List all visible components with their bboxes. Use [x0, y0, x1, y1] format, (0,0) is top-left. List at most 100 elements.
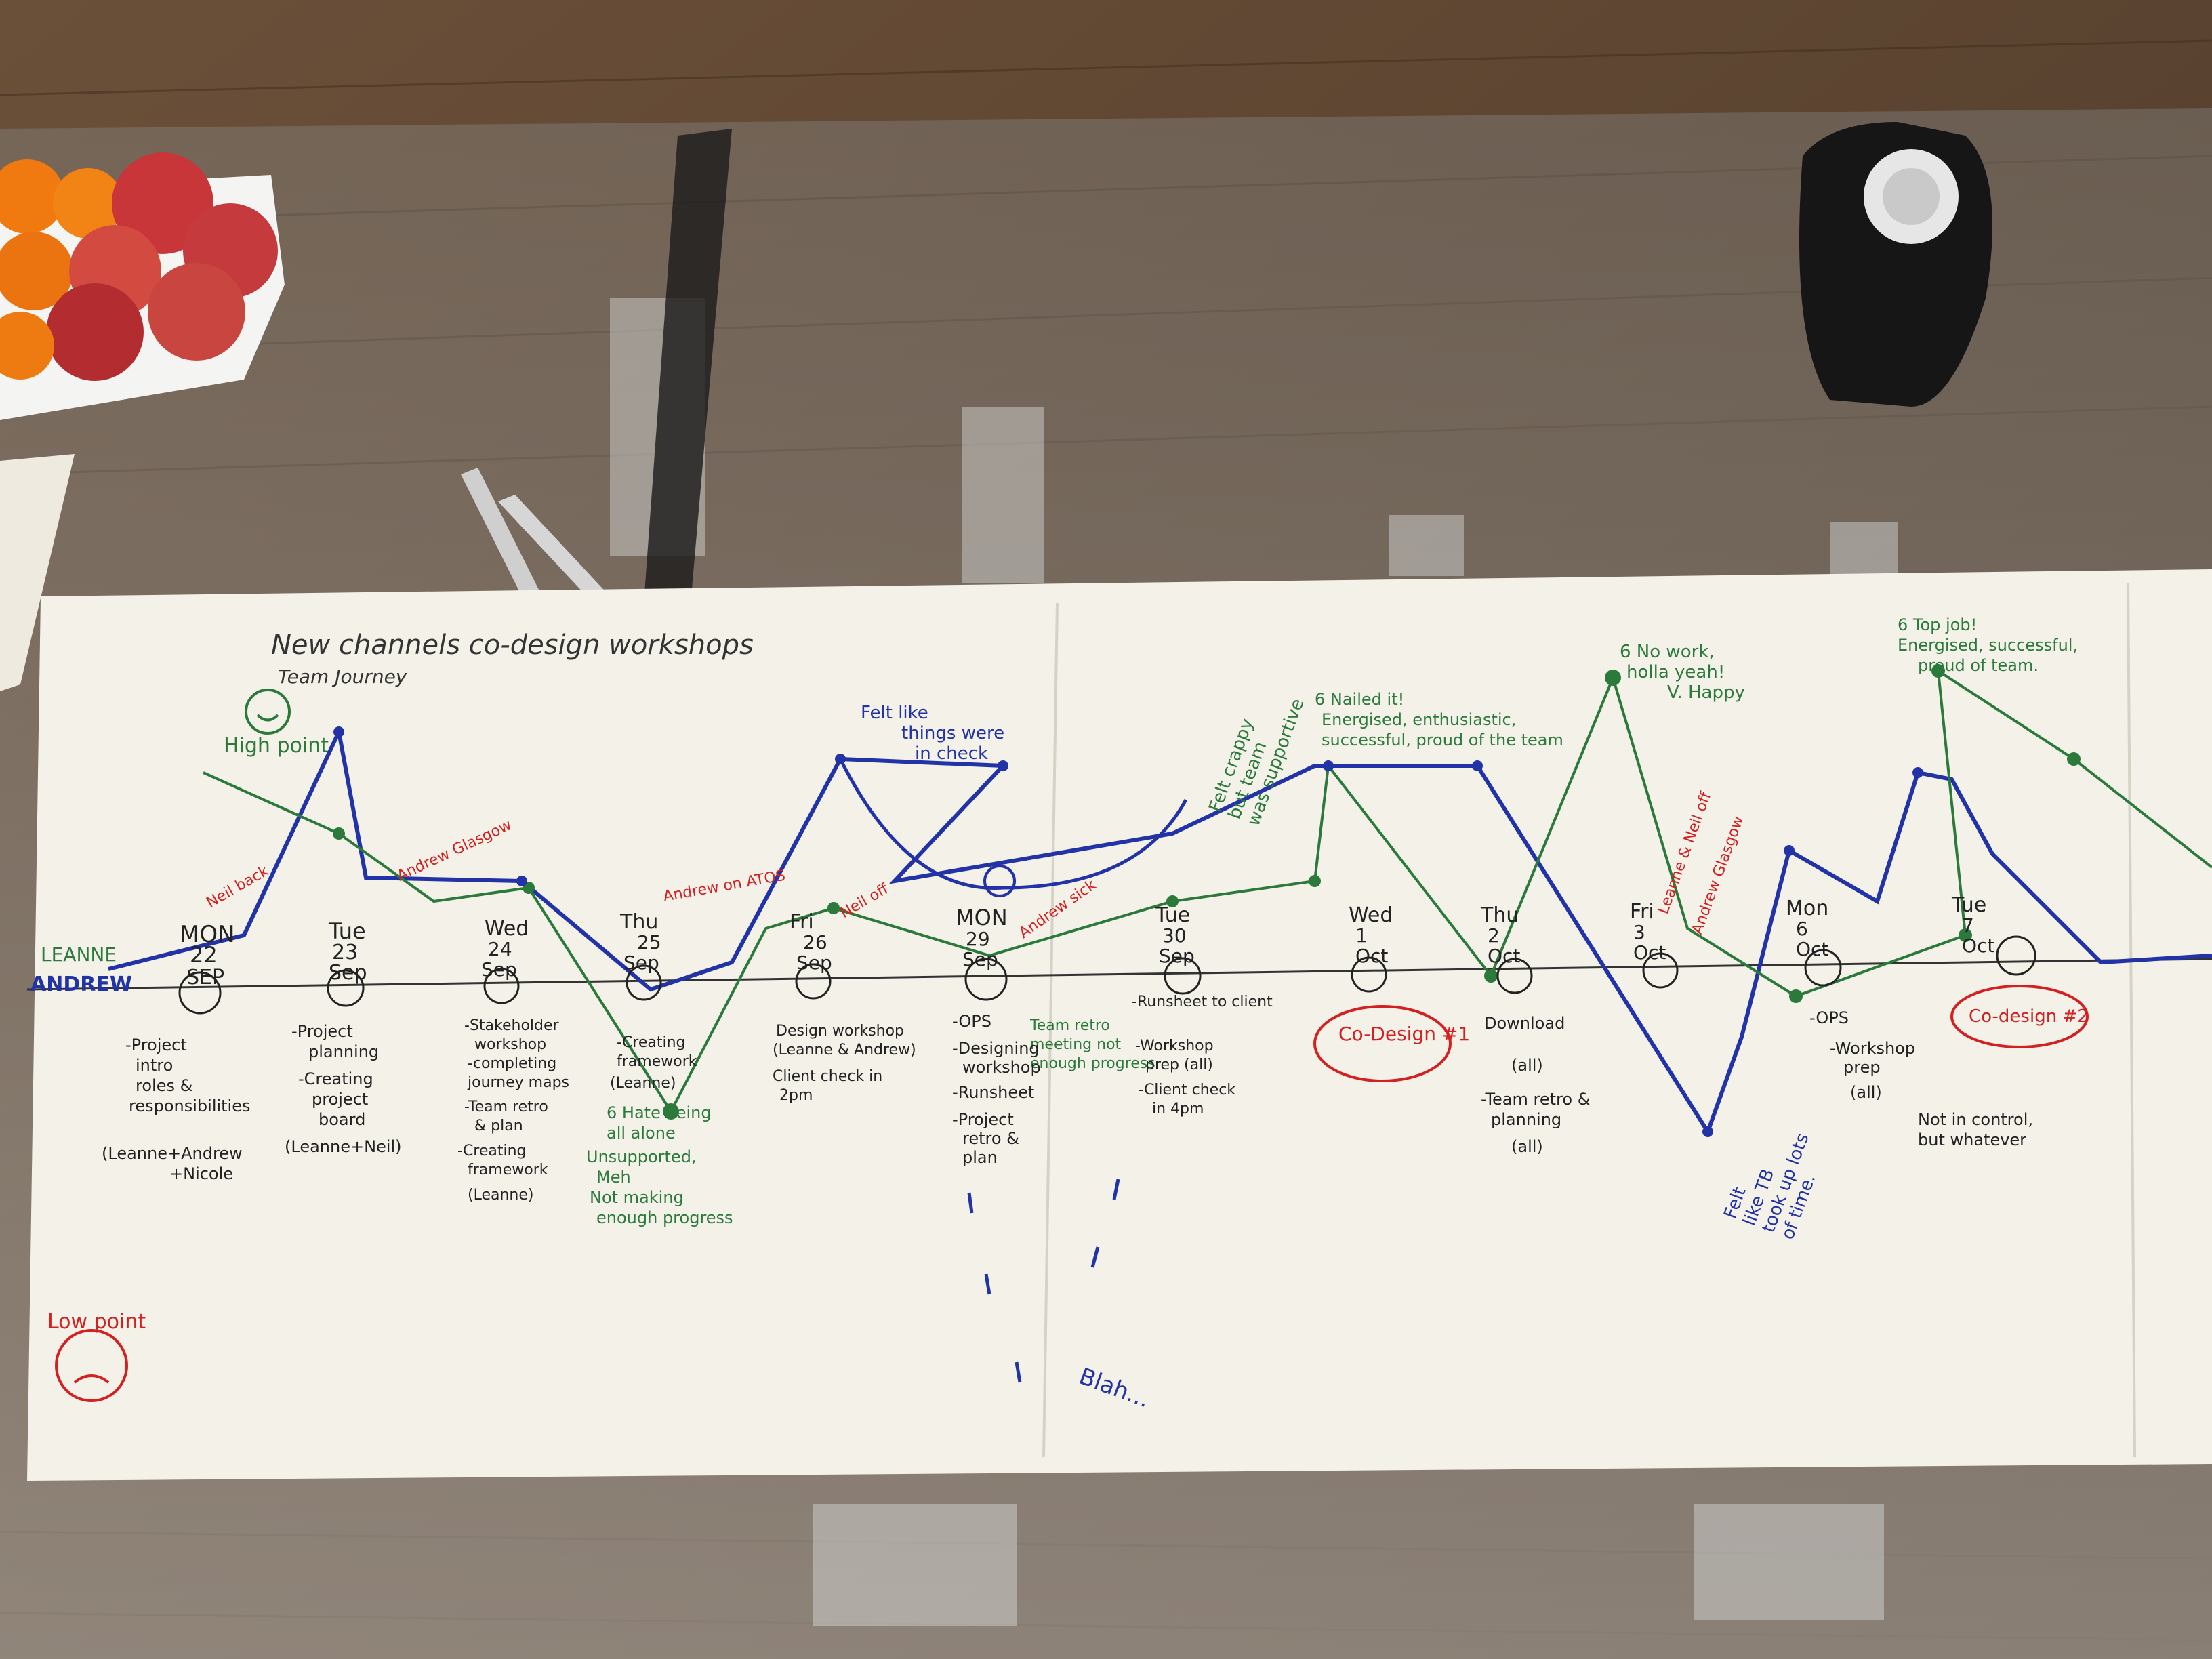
svg-text:planning: planning: [1491, 1110, 1561, 1129]
svg-text:Energised, successful,: Energised, successful,: [1898, 636, 2078, 655]
svg-text:intro: intro: [136, 1056, 173, 1075]
day-column-fri3: Fri 3 Oct: [1630, 900, 1679, 989]
svg-text:Not in control,: Not in control,: [1918, 1110, 2033, 1129]
svg-text:Fri: Fri: [1630, 900, 1654, 924]
fruit-bowl: [0, 152, 285, 420]
svg-text:-Project: -Project: [952, 1110, 1014, 1129]
svg-text:Unsupported,: Unsupported,: [586, 1147, 697, 1166]
andrew-curve-sad: [838, 758, 1188, 890]
note-nailed-it: 6 Nailed it! Energised, enthusiastic, su…: [1315, 690, 1563, 750]
journey-paper: [27, 569, 2212, 1481]
svg-text:in check: in check: [915, 743, 988, 764]
svg-text:-OPS: -OPS: [1809, 1008, 1849, 1027]
svg-text:24: 24: [488, 938, 512, 960]
sad-face-icon: [983, 865, 1016, 897]
svg-text:Not making: Not making: [590, 1188, 684, 1207]
activities-tue23: -Project planning -Creating project boar…: [285, 1022, 402, 1156]
svg-text:1: 1: [1355, 924, 1368, 947]
svg-text:Sep: Sep: [1159, 945, 1195, 967]
svg-text:-Client check: -Client check: [1139, 1082, 1235, 1099]
svg-text:enough progress: enough progress: [1030, 1055, 1155, 1072]
note-team-retro: Team retro meeting not enough progress: [1029, 1017, 1155, 1072]
svg-text:holla yeah!: holla yeah!: [1626, 662, 1725, 682]
svg-text:25: 25: [637, 931, 661, 954]
day-column-thu25: Thu 25 Sep: [619, 910, 662, 1001]
smiley-icon: [245, 689, 291, 735]
svg-text:7: 7: [1962, 914, 1974, 937]
svg-text:Design workshop: Design workshop: [776, 1023, 904, 1040]
svg-text:Tue: Tue: [1951, 893, 1986, 917]
svg-text:6 Nailed it!: 6 Nailed it!: [1315, 690, 1404, 709]
svg-text:Download: Download: [1484, 1014, 1565, 1033]
note-felt-like: Felt like things were in check: [861, 703, 1004, 764]
svg-text:6 Hate being: 6 Hate being: [607, 1103, 712, 1122]
svg-text:V. Happy: V. Happy: [1667, 682, 1745, 703]
svg-text:Oct: Oct: [1633, 941, 1666, 964]
paper-title: New channels co-design workshops: [271, 630, 754, 661]
activities-thu25: -Creating framework (Leanne): [610, 1034, 697, 1092]
svg-text:(Leanne+Neil): (Leanne+Neil): [285, 1137, 402, 1156]
activities-mon6: -OPS -Workshop prep (all): [1809, 1008, 1915, 1102]
svg-text:planning: planning: [308, 1042, 379, 1061]
svg-text:Wed: Wed: [1349, 903, 1393, 927]
svg-text:Tue: Tue: [1155, 903, 1190, 927]
note-top-job: 6 Top job! Energised, successful, proud …: [1898, 615, 2078, 675]
svg-text:(Leanne+Andrew: (Leanne+Andrew: [102, 1144, 243, 1163]
svg-text:journey maps: journey maps: [467, 1074, 569, 1091]
svg-text:6 Top job!: 6 Top job!: [1898, 615, 1977, 634]
svg-text:-Project: -Project: [291, 1022, 353, 1041]
svg-text:29: 29: [966, 928, 990, 950]
day-column-mon29: MON 29 Sep: [956, 905, 1008, 1001]
svg-text:-Workshop: -Workshop: [1135, 1038, 1214, 1054]
svg-text:-Stakeholder: -Stakeholder: [464, 1017, 560, 1034]
day-column-tue7: Tue 7 Oct: [1951, 893, 2036, 976]
svg-text:& plan: & plan: [474, 1118, 523, 1134]
svg-text:6 No work,: 6 No work,: [1620, 642, 1715, 662]
svg-text:Energised, enthusiastic,: Energised, enthusiastic,: [1322, 710, 1516, 729]
svg-text:enough progress: enough progress: [596, 1208, 733, 1227]
svg-text:prep: prep: [1843, 1058, 1881, 1077]
svg-text:+Nicole: +Nicole: [169, 1164, 233, 1183]
svg-text:Thu: Thu: [1480, 903, 1519, 927]
svg-text:plan: plan: [962, 1148, 998, 1167]
svg-text:framework: framework: [617, 1053, 697, 1070]
svg-text:(Leanne): (Leanne): [468, 1187, 533, 1204]
svg-text:-Team retro &: -Team retro &: [1481, 1090, 1590, 1109]
svg-text:responsibilities: responsibilities: [129, 1097, 251, 1115]
svg-text:meeting not: meeting not: [1030, 1036, 1122, 1053]
svg-text:-Workshop: -Workshop: [1830, 1039, 1915, 1058]
svg-text:2pm: 2pm: [779, 1087, 813, 1104]
svg-text:all alone: all alone: [607, 1124, 676, 1143]
svg-text:MON: MON: [956, 905, 1008, 930]
svg-text:in 4pm: in 4pm: [1152, 1101, 1204, 1118]
svg-text:6: 6: [1796, 918, 1808, 940]
svg-text:board: board: [319, 1110, 365, 1129]
note-not-in-control: Not in control, but whatever: [1918, 1110, 2033, 1149]
day-column-wed1: Wed 1 Oct: [1349, 903, 1393, 993]
svg-text:roles &: roles &: [136, 1076, 192, 1095]
frowny-icon: [55, 1329, 128, 1402]
svg-text:Team retro: Team retro: [1029, 1017, 1110, 1034]
table-leg: [644, 129, 732, 603]
svg-text:Oct: Oct: [1355, 945, 1388, 967]
day-column-mon22: MON 22 SEP: [178, 921, 235, 1015]
svg-text:(all): (all): [1511, 1137, 1543, 1156]
paper-seam-2: [2127, 582, 2136, 1458]
side-paper: [0, 454, 75, 691]
svg-text:-Creating: -Creating: [298, 1069, 373, 1088]
svg-text:prep (all): prep (all): [1145, 1057, 1213, 1073]
svg-text:-Team retro: -Team retro: [464, 1099, 548, 1115]
svg-text:things were: things were: [901, 723, 1004, 743]
day-column-fri26: Fri 26 Sep: [790, 910, 832, 1000]
activities-thu2: Download (all) -Team retro & planning (a…: [1481, 1014, 1590, 1156]
leanne-line-label: LEANNE: [41, 943, 117, 966]
svg-text:project: project: [312, 1090, 368, 1109]
day-column-mon6: Mon 6 Oct: [1786, 897, 1842, 987]
svg-text:Oct: Oct: [1796, 938, 1828, 960]
note-no-work: 6 No work, holla yeah! V. Happy: [1620, 642, 1745, 703]
svg-text:23: 23: [332, 941, 358, 964]
svg-text:Fri: Fri: [790, 910, 814, 934]
svg-text:Felt like: Felt like: [861, 703, 928, 723]
activities-mon29: -OPS -Designing workshop -Runsheet -Proj…: [952, 1012, 1041, 1167]
timeline-baseline: [26, 958, 2212, 991]
